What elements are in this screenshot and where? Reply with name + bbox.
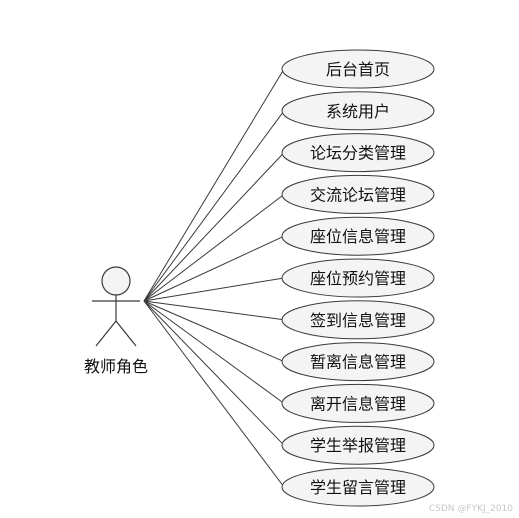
association-line: [143, 300, 285, 446]
use-case-label: 离开信息管理: [310, 394, 406, 413]
use-case: 学生举报管理: [281, 425, 435, 465]
association-lines: [143, 68, 285, 488]
use-case-ellipse: [281, 342, 435, 382]
use-case-ellipse: [281, 425, 435, 465]
use-case-label: 暂离信息管理: [310, 353, 406, 372]
use-case-label: 学生举报管理: [310, 436, 406, 455]
use-case-label: 座位预约管理: [310, 269, 406, 288]
use-case: 学生留言管理: [281, 467, 435, 507]
use-case-ellipse: [281, 49, 435, 89]
use-case: 系统用户: [281, 91, 435, 131]
association-line: [143, 110, 285, 302]
use-case-ellipse: [281, 133, 435, 173]
use-case-ellipse: [281, 216, 435, 256]
use-case-ellipse: [281, 383, 435, 423]
actor-label: 教师角色: [84, 357, 148, 376]
actor-teacher: 教师角色: [84, 266, 148, 376]
use-case: 座位信息管理: [281, 216, 435, 256]
actor-left-leg: [95, 320, 117, 347]
actor-head: [101, 266, 131, 296]
use-case-ellipse: [281, 258, 435, 298]
use-case: 论坛分类管理: [281, 133, 435, 173]
association-line: [143, 300, 285, 488]
use-case: 暂离信息管理: [281, 342, 435, 382]
association-line: [143, 277, 285, 302]
use-case-ellipse: [281, 467, 435, 507]
use-case-label: 后台首页: [326, 60, 390, 79]
use-case: 座位预约管理: [281, 258, 435, 298]
use-case-ellipse: [281, 174, 435, 214]
use-case-label: 签到信息管理: [310, 311, 406, 330]
watermark: CSDN @FYKJ_2010: [428, 504, 513, 514]
association-line: [143, 300, 285, 404]
use-case-label: 论坛分类管理: [310, 144, 406, 163]
use-case-label: 交流论坛管理: [310, 185, 406, 204]
use-case: 离开信息管理: [281, 383, 435, 423]
use-cases: 后台首页系统用户论坛分类管理交流论坛管理座位信息管理座位预约管理签到信息管理暂离…: [281, 49, 435, 507]
use-case: 后台首页: [281, 49, 435, 89]
use-case-label: 系统用户: [326, 102, 390, 121]
association-line: [143, 300, 285, 363]
use-case-ellipse: [281, 91, 435, 131]
use-case-label: 学生留言管理: [310, 478, 406, 497]
use-case: 交流论坛管理: [281, 174, 435, 214]
association-line: [143, 152, 285, 302]
use-case-ellipse: [281, 300, 435, 340]
association-line: [143, 194, 285, 302]
association-line: [143, 300, 285, 321]
use-case-label: 座位信息管理: [310, 227, 406, 246]
association-line: [143, 235, 285, 302]
actor-right-leg: [115, 320, 137, 347]
use-case: 签到信息管理: [281, 300, 435, 340]
association-line: [143, 68, 285, 302]
